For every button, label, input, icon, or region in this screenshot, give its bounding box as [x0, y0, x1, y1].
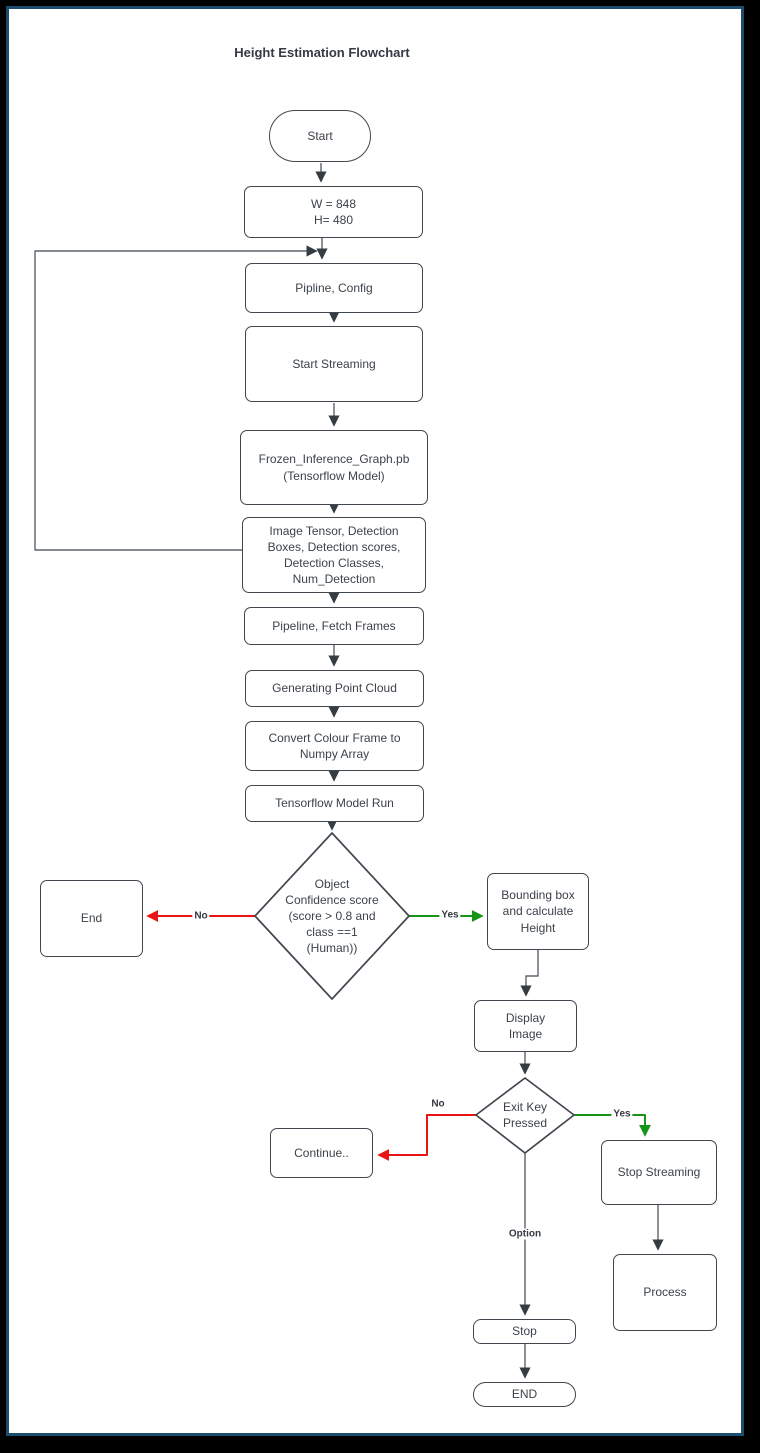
exit-option-label: Option	[506, 1228, 544, 1240]
end-box: End	[40, 880, 143, 957]
frame-dimensions-box: W = 848 H= 480	[244, 186, 423, 238]
generating-point-cloud-box: Generating Point Cloud	[245, 670, 424, 707]
confidence-decision-label: Object Confidence score (score > 0.8 and…	[285, 876, 379, 956]
continue-box: Continue..	[270, 1128, 373, 1178]
image-tensor-box: Image Tensor, Detection Boxes, Detection…	[242, 517, 426, 593]
end-terminal: END	[473, 1382, 576, 1407]
pipeline-fetch-frames-box: Pipeline, Fetch Frames	[244, 607, 424, 645]
exit-key-decision-label: Exit Key Pressed	[502, 1099, 548, 1130]
confidence-no-label: No	[192, 910, 210, 922]
start-streaming-box: Start Streaming	[245, 326, 423, 402]
exit-yes-label: Yes	[611, 1108, 633, 1120]
display-image-box: Display Image	[474, 1000, 577, 1052]
edge-exitkey-yes-to-stopstreaming	[574, 1114, 651, 1137]
pipline-config-box: Pipline, Config	[245, 263, 423, 313]
process-box: Process	[613, 1254, 717, 1331]
bounding-box-height-box: Bounding box and calculate Height	[487, 873, 589, 950]
edge-feedback-loop	[34, 245, 318, 551]
confidence-decision-diamond	[254, 832, 410, 1000]
exit-key-decision-diamond	[475, 1077, 575, 1154]
stop-streaming-box: Stop Streaming	[601, 1140, 717, 1205]
confidence-yes-label: Yes	[439, 909, 461, 921]
exit-no-label: No	[429, 1098, 447, 1110]
tensorflow-model-run-box: Tensorflow Model Run	[245, 785, 424, 822]
convert-colour-frame-box: Convert Colour Frame to Numpy Array	[245, 721, 424, 771]
stop-box: Stop	[473, 1319, 576, 1344]
frozen-inference-graph-box: Frozen_Inference_Graph.pb (Tensorflow Mo…	[240, 430, 428, 505]
edge-exitkey-no-to-continue	[377, 1114, 476, 1161]
diagram-title: Height Estimation Flowchart	[234, 45, 410, 60]
start-terminal: Start	[269, 110, 371, 162]
edge-bounding-to-display	[520, 950, 539, 997]
